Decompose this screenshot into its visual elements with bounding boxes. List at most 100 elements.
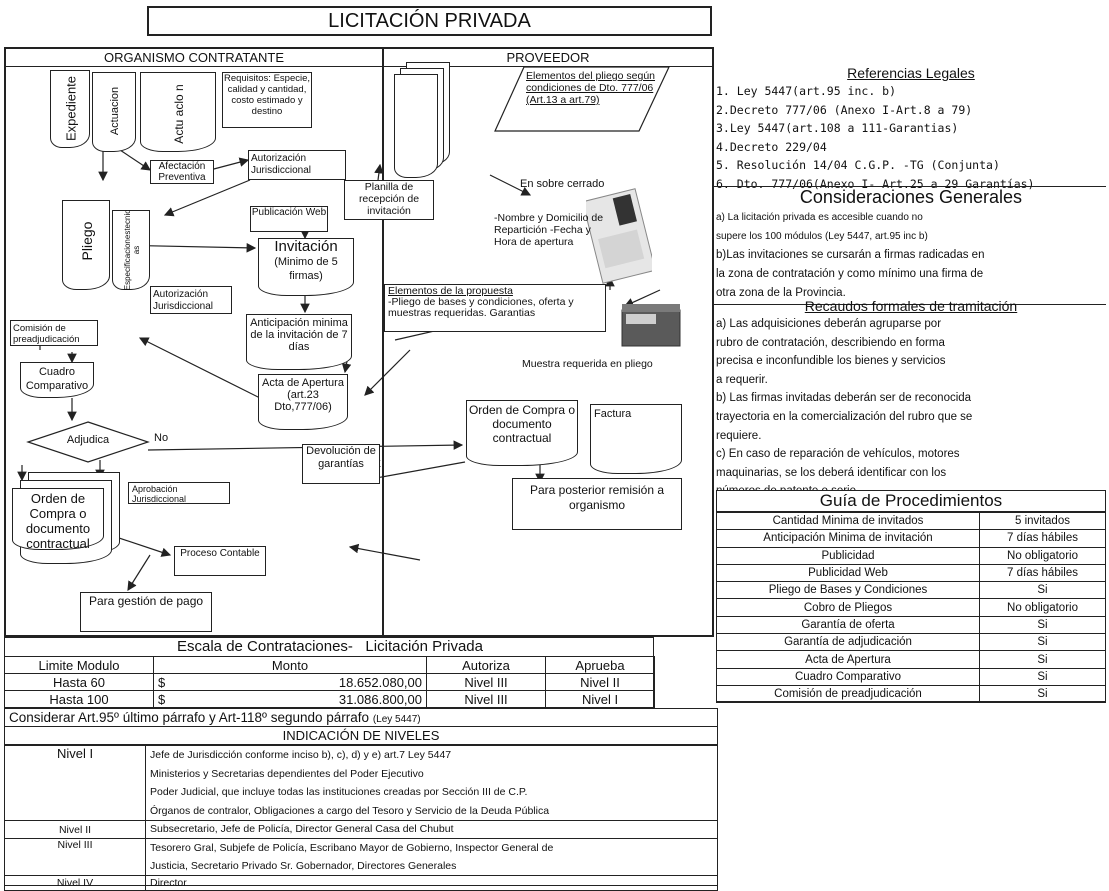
nivel-line: Subsecretario, Jefe de Policía, Director… bbox=[150, 823, 454, 835]
org-header: ORGANISMO CONTRATANTE bbox=[6, 50, 382, 67]
cuadro-doc: Cuadro Comparativo bbox=[20, 362, 94, 398]
escala-header-limite: Limite Modulo bbox=[4, 656, 154, 674]
devolucion-box: Devolución de garantías bbox=[302, 444, 380, 484]
referencia-item: 4.Decreto 229/04 bbox=[716, 139, 827, 154]
comision-box: Comisión de preadjudicación bbox=[10, 320, 98, 346]
escala-note-small: (Ley 5447) bbox=[372, 714, 421, 725]
factura-text: Factura bbox=[594, 408, 632, 420]
escala-row: Hasta 100 $ 31.086.800,00 Nivel III Nive… bbox=[4, 690, 655, 708]
no-label: No bbox=[154, 432, 169, 444]
guia-label: Pliego de Bases y Condiciones bbox=[716, 581, 980, 600]
proceso-box: Proceso Contable bbox=[174, 546, 266, 576]
rule-1 bbox=[714, 186, 1106, 187]
escala-row: Hasta 60 $ 18.652.080,00 Nivel III Nivel… bbox=[4, 673, 655, 691]
nivel-line: Ministerios y Secretarias dependientes d… bbox=[150, 767, 424, 780]
nivel-line: Órganos de contralor, Obligaciones a car… bbox=[150, 804, 550, 817]
acta-text: Acta de Apertura (art.23 Dto,777/06) bbox=[262, 377, 344, 413]
envelope-image bbox=[586, 188, 652, 284]
nivel-desc: Tesorero Gral, Subjefe de Policía, Escri… bbox=[145, 838, 718, 876]
guia-title: Guía de Procedimientos bbox=[717, 491, 1105, 512]
invitacion-doc: Invitación (Minimo de 5 firmas) bbox=[258, 238, 354, 296]
muestra-image bbox=[621, 304, 681, 347]
escala-currency: $ bbox=[158, 691, 166, 707]
escala-autoriza: Nivel III bbox=[426, 690, 546, 708]
guia-label: Cantidad Minima de invitados bbox=[716, 511, 980, 531]
orden-org-doc: Orden de Compra o documento contractual bbox=[12, 488, 104, 551]
page-title: LICITACIÓN PRIVADA bbox=[328, 10, 531, 32]
recaudo-line: trayectoria en la comercialización del r… bbox=[716, 410, 973, 423]
niveles-row: Nivel IV Director bbox=[4, 875, 718, 891]
requisitos-text: Requisitos: Especie, calidad y cantidad,… bbox=[223, 73, 311, 117]
nivel-line: Director bbox=[150, 877, 187, 889]
guia-value: 7 días hábiles bbox=[979, 529, 1106, 548]
guia-label: Anticipación Minima de invitación bbox=[716, 529, 980, 548]
referencia-item: 6. Dto. 777/06(Anexo I- Art.25 a 29 Gara… bbox=[716, 176, 1035, 191]
orden-prov-text: Orden de Compra o documento contractual bbox=[468, 403, 576, 445]
consideraciones-title: Consideraciones Generales bbox=[799, 187, 1023, 207]
consideracion-line: la zona de contratación y como mínimo un… bbox=[716, 268, 984, 280]
recaudos-section: Recaudos formales de tramitación a) Las … bbox=[716, 297, 1106, 501]
prov-doc-stack-1 bbox=[394, 74, 438, 178]
adjudica-diamond bbox=[26, 421, 150, 463]
guia-label: Garantía de adjudicación bbox=[716, 633, 980, 652]
guia-label: Publicidad Web bbox=[716, 563, 980, 583]
guia-value: Si bbox=[979, 684, 1106, 704]
sobre-cerrado-label: En sobre cerrado bbox=[520, 178, 605, 190]
elementos-pliego-text: Elementos del pliego según condiciones d… bbox=[526, 70, 656, 106]
nivel-line: Justicia, Secretario Privado Sr. Goberna… bbox=[150, 860, 457, 872]
recaudo-line: a) Las adquisiciones deberán agruparse p… bbox=[716, 318, 942, 330]
autorizacion-text-1: Autorización Jurisdiccional bbox=[251, 153, 312, 176]
page-title-box: LICITACIÓN PRIVADA bbox=[147, 6, 712, 36]
nivel-label: Nivel IV bbox=[4, 875, 146, 891]
consideraciones-text: a) La licitación privada es accesible cu… bbox=[716, 208, 1106, 303]
actuacion2-label: Actu aclo n bbox=[172, 84, 186, 144]
anticipacion-text: Anticipación minima de la invitación de … bbox=[250, 317, 348, 353]
especificaciones-doc: Especificacionestecnic as bbox=[112, 210, 150, 290]
planilla-box: Planilla de recepción de invitación bbox=[344, 180, 434, 220]
aprobacion-text: Aprobación Jurisdiccional bbox=[132, 484, 187, 504]
recaudos-text: a) Las adquisiciones deberán agruparse p… bbox=[716, 315, 1106, 501]
cuadro-text: Cuadro Comparativo bbox=[25, 366, 89, 392]
elementos-propuesta-title: Elementos de la propuesta bbox=[388, 285, 513, 297]
guia-label: Cuadro Comparativo bbox=[716, 667, 980, 686]
guia-value: Si bbox=[979, 615, 1106, 635]
niveles-block: INDICACIÓN DE NIVELES Nivel I Jefe de Ju… bbox=[4, 726, 718, 891]
escala-note: Considerar Art.95º último párrafo y Art-… bbox=[9, 710, 370, 725]
autorizacion-box-1: Autorización Jurisdiccional bbox=[248, 150, 346, 180]
invitacion-minimo: (Minimo de 5 firmas) bbox=[274, 256, 338, 282]
actuacion2-doc: Actu aclo n bbox=[140, 72, 216, 152]
referencia-item: 1. Ley 5447(art.95 inc. b) bbox=[716, 84, 897, 98]
flow-connectors bbox=[17, 149, 661, 592]
escala-aprueba: Nivel II bbox=[545, 673, 655, 691]
comision-text: Comisión de preadjudicación bbox=[13, 323, 80, 345]
nivel-desc: Subsecretario, Jefe de Policía, Director… bbox=[145, 820, 718, 839]
consideraciones-section: Consideraciones Generales a) La licitaci… bbox=[716, 186, 1106, 303]
posterior-box: Para posterior remisión a organismo bbox=[512, 478, 682, 530]
consideracion-line: a) La licitación privada es accesible cu… bbox=[716, 212, 923, 223]
referencias-title: Referencias Legales bbox=[847, 65, 975, 81]
expediente-doc: Expediente bbox=[50, 70, 90, 148]
escala-header-monto: Monto bbox=[153, 656, 427, 674]
rule-2 bbox=[714, 304, 1106, 305]
escala-title: Escala de Contrataciones- Licitación Pri… bbox=[177, 638, 483, 655]
elementos-propuesta-text: -Pliego de bases y condiciones, oferta y… bbox=[388, 296, 574, 319]
planilla-text: Planilla de recepción de invitación bbox=[358, 181, 420, 217]
orden-prov-doc: Orden de Compra o documento contractual bbox=[466, 400, 578, 466]
aprobacion-box: Aprobación Jurisdiccional bbox=[128, 482, 230, 504]
sobre-text: -Nombre y Domicilio de Repartición -Fech… bbox=[494, 212, 604, 248]
nivel-label: Nivel III bbox=[4, 838, 146, 876]
niveles-row: Nivel I Jefe de Jurisdicción conforme in… bbox=[4, 745, 718, 821]
guia-label: Garantía de oferta bbox=[716, 615, 980, 635]
pago-box: Para gestión de pago bbox=[80, 592, 212, 632]
referencia-item: 5. Resolución 14/04 C.G.P. -TG (Conjunta… bbox=[716, 158, 1000, 172]
niveles-title: INDICACIÓN DE NIVELES bbox=[5, 727, 717, 745]
expediente-label: Expediente bbox=[63, 75, 79, 142]
guia-value: 7 días hábiles bbox=[979, 563, 1106, 583]
invitacion-title: Invitación bbox=[274, 238, 338, 255]
